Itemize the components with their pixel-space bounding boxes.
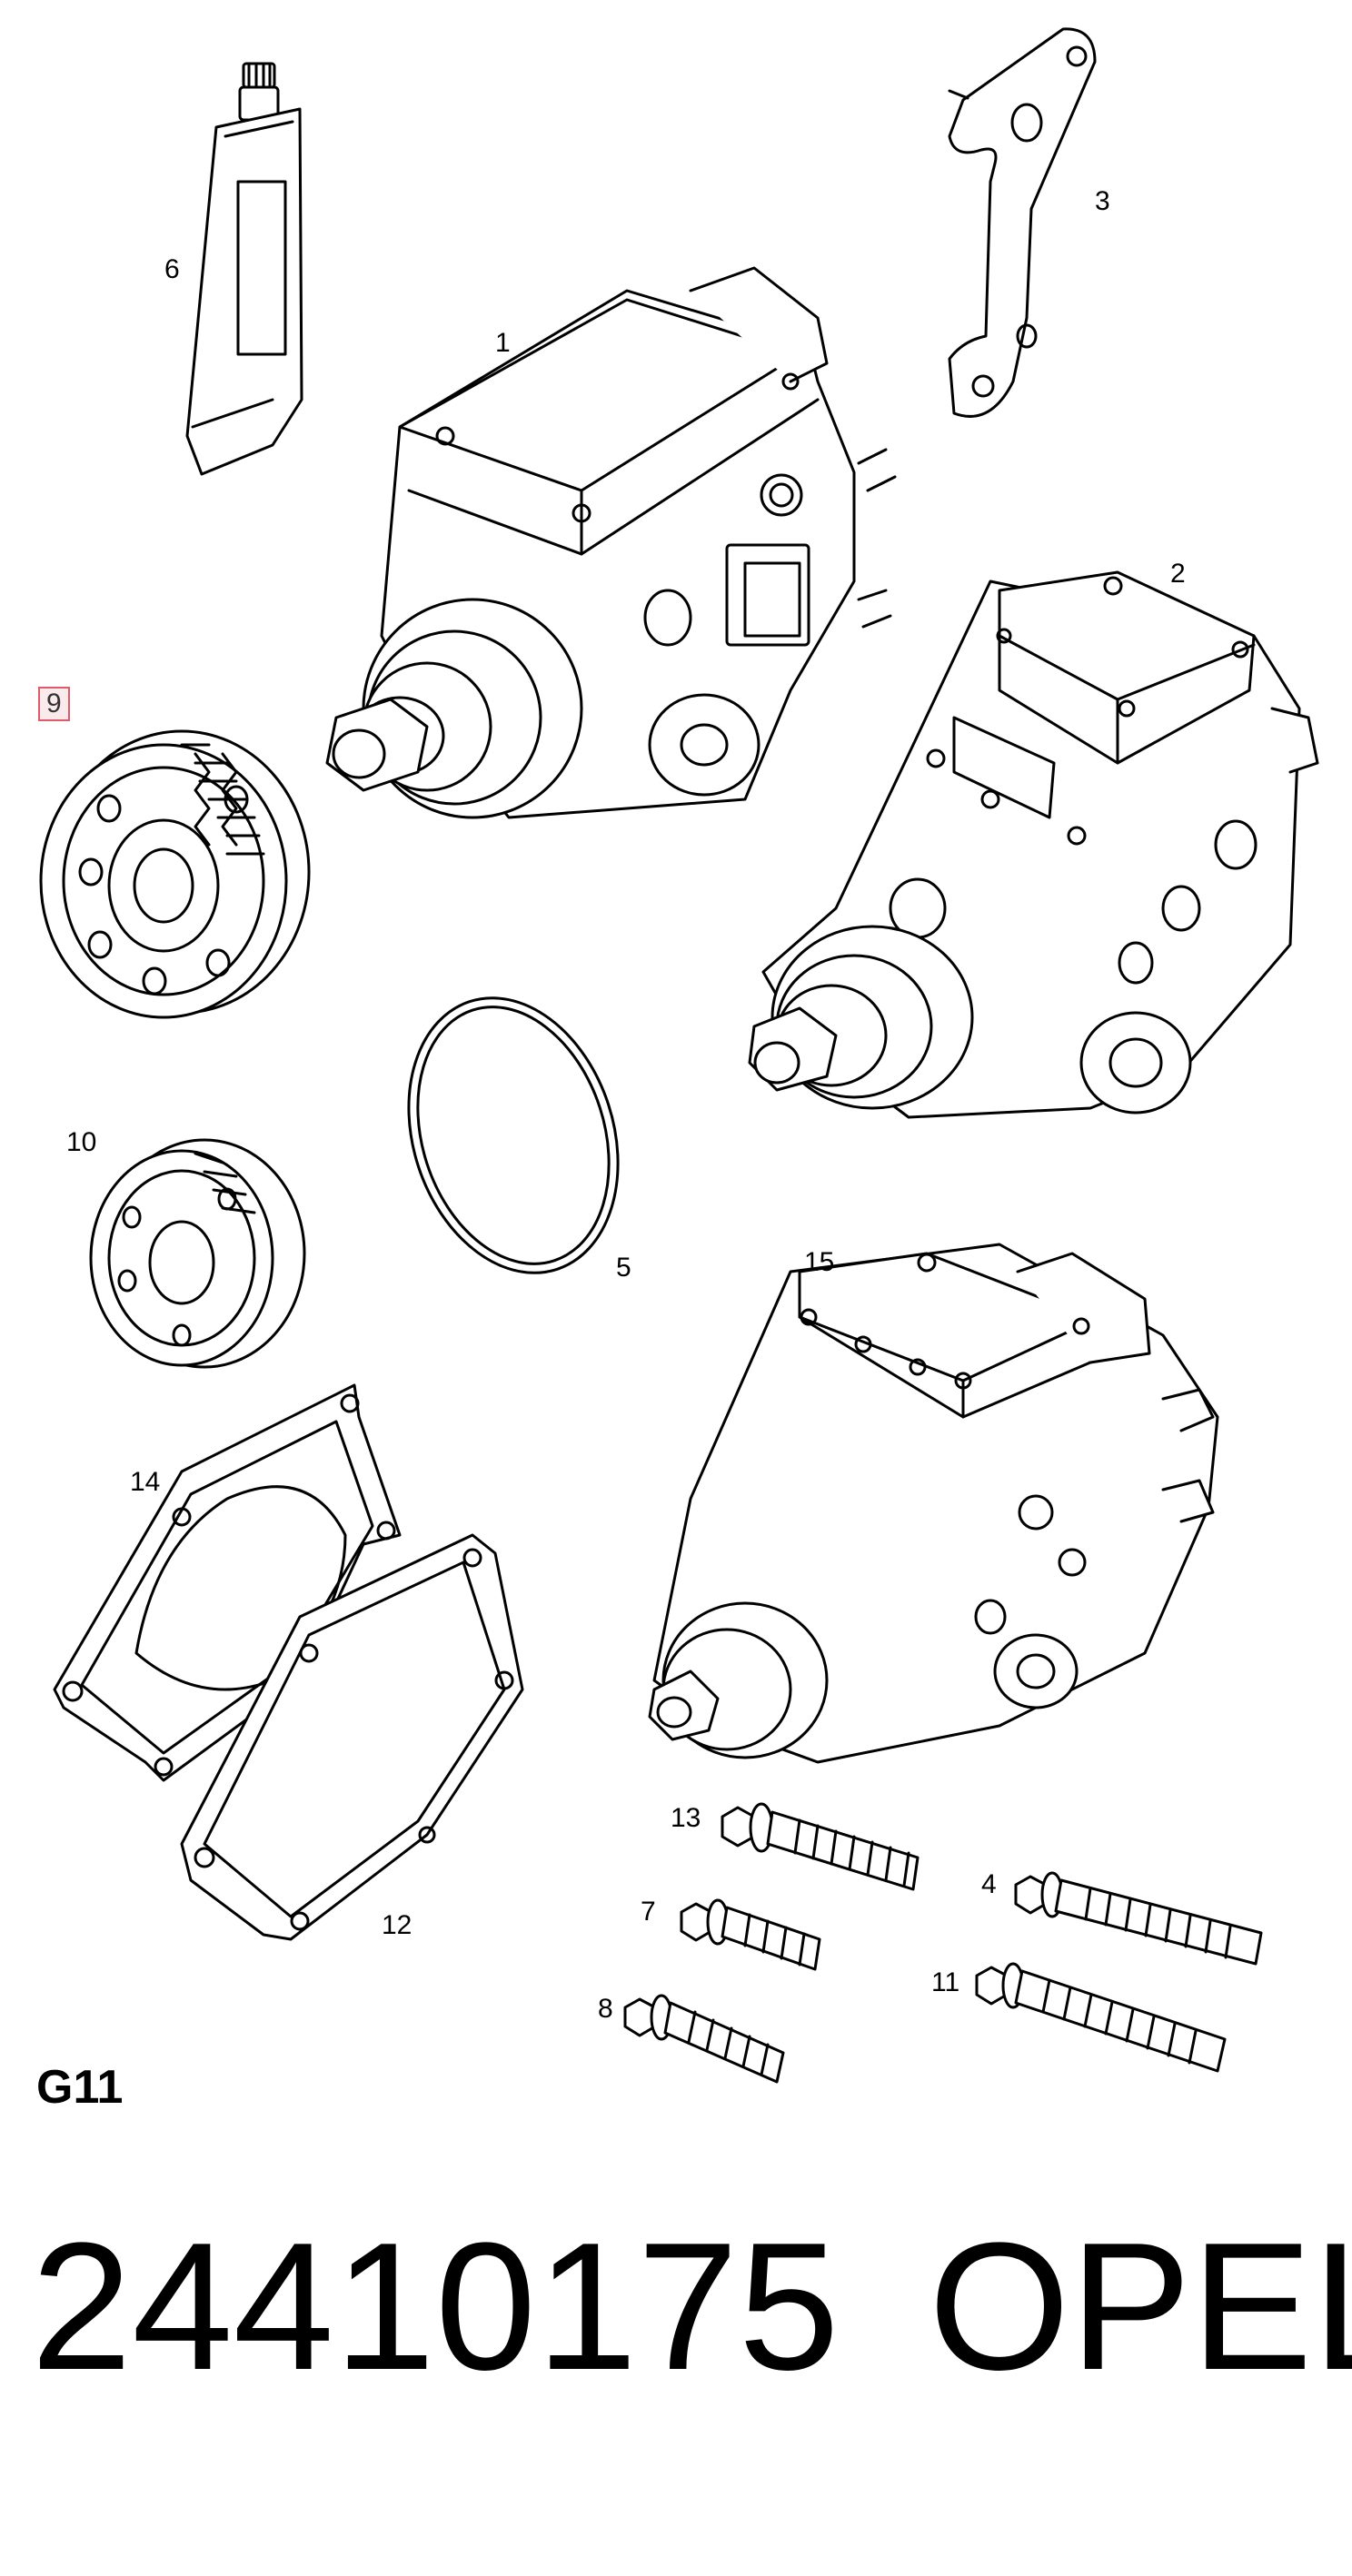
callout-13[interactable]: 13 bbox=[671, 1803, 701, 1833]
part-7-bolt[interactable] bbox=[681, 1900, 820, 1969]
part-4-bolt[interactable] bbox=[1016, 1873, 1261, 1964]
callout-10[interactable]: 10 bbox=[66, 1127, 97, 1157]
callout-5[interactable]: 5 bbox=[616, 1253, 631, 1283]
part-5-o-ring[interactable] bbox=[374, 971, 651, 1301]
callout-3[interactable]: 3 bbox=[1095, 186, 1110, 216]
section-code: G11 bbox=[36, 2061, 124, 2114]
part-13-bolt[interactable] bbox=[722, 1804, 918, 1889]
callout-11[interactable]: 11 bbox=[931, 1967, 960, 1997]
part-11-bolt[interactable] bbox=[977, 1964, 1225, 2071]
part-6-sealant-tube[interactable] bbox=[187, 64, 302, 474]
callout-4[interactable]: 4 bbox=[981, 1869, 997, 1899]
callout-15[interactable]: 15 bbox=[804, 1247, 835, 1277]
callout-2[interactable]: 2 bbox=[1170, 559, 1186, 589]
part-8-bolt[interactable] bbox=[625, 1996, 783, 2082]
callout-9-highlighted[interactable]: 9 bbox=[38, 687, 70, 721]
part-10-pulley[interactable] bbox=[91, 1140, 304, 1367]
part-number: 24410175 bbox=[31, 2205, 840, 2408]
part-3-bracket[interactable] bbox=[949, 29, 1095, 417]
part-14-gasket[interactable] bbox=[55, 1385, 400, 1780]
part-2-injection-pump[interactable] bbox=[750, 572, 1317, 1117]
part-15-injection-pump[interactable] bbox=[650, 1244, 1218, 1762]
callout-6[interactable]: 6 bbox=[164, 254, 180, 284]
part-12-gasket[interactable] bbox=[182, 1535, 522, 1939]
callout-7[interactable]: 7 bbox=[641, 1897, 656, 1927]
part-9-pulley[interactable] bbox=[41, 731, 309, 1017]
callout-8[interactable]: 8 bbox=[598, 1994, 613, 2024]
callout-1[interactable]: 1 bbox=[495, 328, 511, 358]
part-1-injection-pump[interactable] bbox=[327, 268, 895, 817]
callout-12[interactable]: 12 bbox=[382, 1910, 413, 1940]
callout-14[interactable]: 14 bbox=[130, 1467, 161, 1497]
brand-name: OPEL bbox=[929, 2205, 1352, 2408]
